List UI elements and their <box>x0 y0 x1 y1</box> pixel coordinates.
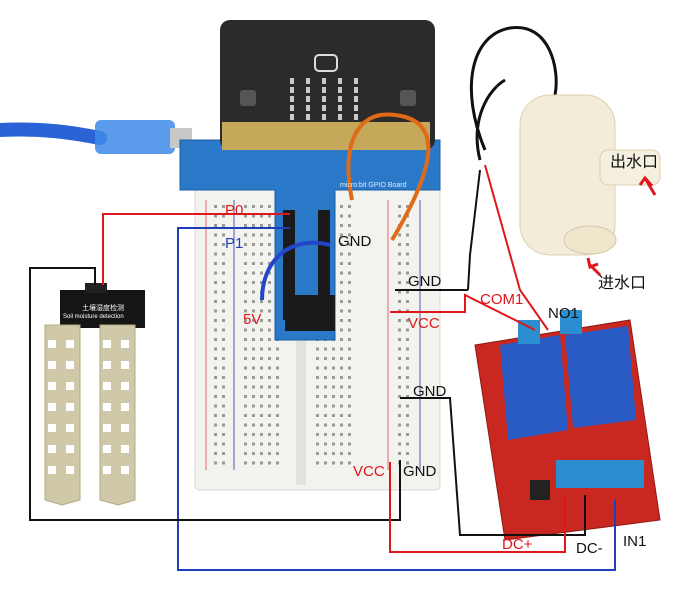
label-gnd-mid: GND <box>408 273 442 290</box>
wires <box>29 112 616 571</box>
label-outlet: 出水口 <box>610 154 659 171</box>
label-dc-plus: DC+ <box>502 536 533 553</box>
gpio-board <box>179 139 441 341</box>
microbit-led-matrix <box>290 78 358 120</box>
label-gnd-top: GND <box>338 233 372 250</box>
sensor-cn-label: 土壤湿度检测 <box>82 305 124 312</box>
sensor-en-label: Soil moisture detection <box>63 314 124 320</box>
label-no1: NO1 <box>548 305 579 322</box>
flow-arrows <box>586 175 657 277</box>
sensor-pads <box>48 340 129 474</box>
gpio-board-label: micro:bit GPIO Board <box>340 182 407 189</box>
label-gnd-bottom: GND <box>403 463 437 480</box>
label-gnd-right: GND <box>413 383 447 400</box>
label-p1: P1 <box>225 235 244 252</box>
breadboard-holes <box>214 205 409 465</box>
usb-cable <box>0 120 192 154</box>
soil-sensor <box>44 283 145 506</box>
label-p0: P0 <box>225 202 244 219</box>
label-vcc-bottom: VCC <box>353 463 385 480</box>
microbit-board <box>220 20 435 150</box>
label-in1: IN1 <box>623 533 647 550</box>
label-vcc-top: VCC <box>408 315 440 332</box>
water-pump <box>469 26 661 256</box>
label-5v: 5V <box>243 311 262 328</box>
label-dc-minus: DC- <box>576 540 603 557</box>
label-inlet: 进水口 <box>598 275 647 292</box>
label-com1: COM1 <box>480 291 524 308</box>
relay-module <box>474 310 661 541</box>
